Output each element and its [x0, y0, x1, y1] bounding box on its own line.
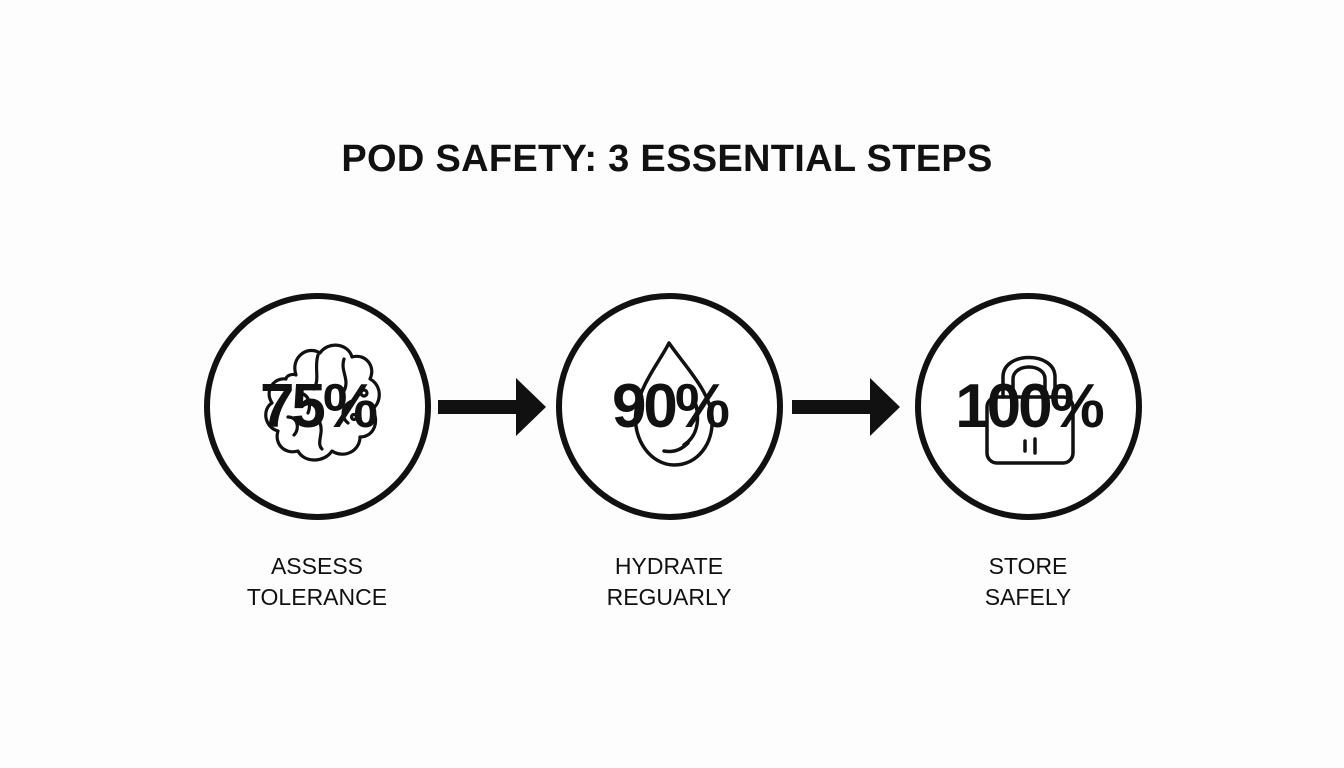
- step-label-line1: ASSESS: [270, 553, 364, 579]
- step-circle: 100%: [915, 293, 1142, 520]
- step-circle: 75%: [204, 293, 431, 520]
- step-label: ASSESS TOLERANCE: [187, 551, 447, 613]
- step-percentage: 100%: [955, 372, 1105, 441]
- step-percentage: 75%: [259, 372, 378, 441]
- step-label-line2: TOLERANCE: [246, 584, 388, 610]
- brain-icon: [264, 343, 381, 462]
- step-label-line1: HYDRATE: [614, 553, 724, 579]
- step-label-line2: SAFELY: [984, 584, 1072, 610]
- page-title: POD SAFETY: 3 ESSENTIAL STEPS: [341, 138, 993, 180]
- step-label-line1: STORE: [988, 553, 1068, 579]
- step-label-line2: REGUARLY: [606, 584, 732, 610]
- arrow-right-icon: [792, 378, 900, 436]
- step-label: STORE SAFELY: [898, 551, 1158, 613]
- lock-icon: [985, 355, 1075, 465]
- step-label: HYDRATE REGUARLY: [539, 551, 799, 613]
- water-drop-icon: [633, 341, 714, 467]
- arrow-right-icon: [438, 378, 546, 436]
- step-percentage: 90%: [611, 372, 730, 441]
- step-circle: 90%: [556, 293, 783, 520]
